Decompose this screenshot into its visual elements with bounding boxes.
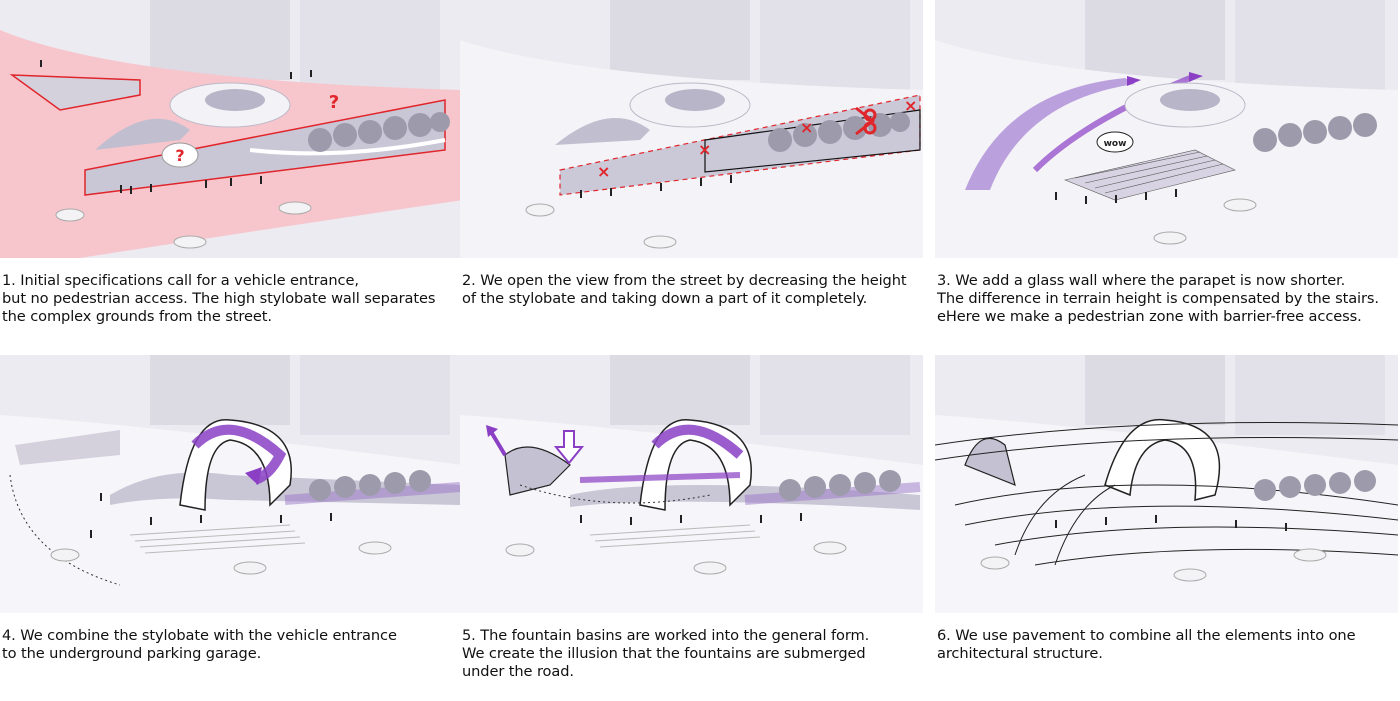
step-2-caption: 2. We open the view from the street by d… — [462, 272, 907, 307]
wow-bubble: wow — [1104, 139, 1127, 149]
step-1-caption: 1. Initial specifications call for a veh… — [2, 272, 436, 325]
cross-mark-1: × — [597, 162, 610, 181]
step-6-caption: 6. We use pavement to combine all the el… — [937, 627, 1356, 662]
step-3-caption: 3. We add a glass wall where the parapet… — [937, 272, 1379, 325]
cross-mark-3: × — [800, 118, 813, 137]
purple-arrow-head — [245, 467, 262, 485]
step-1-illustration: ? ? — [0, 0, 463, 258]
cross-mark-4: × — [904, 96, 917, 115]
step-4-illustration — [0, 355, 463, 613]
step-6-panel: 6. We use pavement to combine all the el… — [935, 355, 1398, 701]
step-3-panel: wow 3. We add a glass wall where the par… — [935, 0, 1398, 346]
step-2-illustration: × × × × — [460, 0, 923, 258]
step-4-panel: 4. We combine the stylobate with the veh… — [0, 355, 463, 701]
step-6-illustration — [935, 355, 1398, 613]
step-5-panel: 5. The fountain basins are worked into t… — [460, 355, 923, 701]
cross-mark-2: × — [698, 140, 711, 159]
step-1-panel: ? ? 1. Initial specifications call for a… — [0, 0, 463, 346]
step-5-illustration — [460, 355, 923, 613]
purple-arrow-head-2 — [1189, 72, 1203, 82]
step-2-panel: × × × × 2. We open the view from the str… — [460, 0, 923, 346]
step-4-caption: 4. We combine the stylobate with the veh… — [2, 627, 397, 662]
question-mark-1: ? — [175, 146, 184, 165]
scissors-icon — [855, 106, 877, 136]
down-arrow-icon — [553, 430, 585, 465]
step-5-caption: 5. The fountain basins are worked into t… — [462, 627, 870, 680]
question-mark-2: ? — [329, 92, 339, 113]
purple-arrow-up — [486, 425, 498, 437]
step-3-illustration: wow — [935, 0, 1398, 258]
purple-arrow-head-1 — [1127, 76, 1141, 86]
